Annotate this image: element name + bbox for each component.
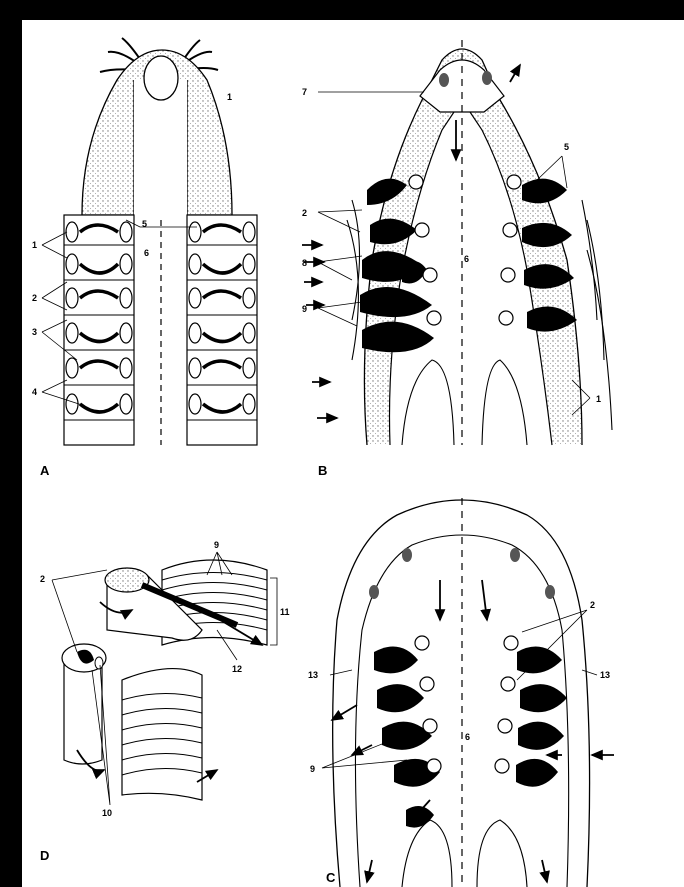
label-b-8: 8: [302, 258, 307, 268]
label-b-5: 5: [564, 142, 569, 152]
gill-column-left: [64, 215, 134, 445]
label-b-1: 1: [596, 394, 601, 404]
label-d-11: 11: [280, 607, 290, 617]
label-a-5: 5: [142, 219, 147, 229]
ring-block-lower: [122, 669, 202, 800]
oral-opening: [144, 56, 178, 100]
label-d-9: 9: [214, 540, 219, 550]
label-b-2: 2: [302, 208, 307, 218]
panel-a: 1 5 6 1 2 3 4 A: [32, 38, 257, 478]
gill-column-right: [187, 215, 257, 445]
vessel-b-left: [439, 73, 449, 87]
pharynx-lumen: [134, 80, 187, 220]
label-a-6: 6: [144, 248, 149, 258]
label-b-7: 7: [302, 87, 307, 97]
label-c-2: 2: [590, 600, 595, 610]
label-d-10: 10: [102, 808, 112, 818]
label-b-6: 6: [464, 254, 469, 264]
label-b-9: 9: [302, 304, 307, 314]
label-c-13-left: 13: [308, 670, 318, 680]
label-d-2: 2: [40, 574, 45, 584]
label-c-13-right: 13: [600, 670, 610, 680]
rod-vessel-lower: [95, 657, 103, 669]
label-c-6: 6: [465, 732, 470, 742]
illustration-canvas: 1 5 6 1 2 3 4 A: [22, 20, 684, 887]
label-d-12: 12: [232, 664, 242, 674]
vessel-b-right: [482, 71, 492, 85]
label-a-left2: 2: [32, 293, 37, 303]
panel-letter-b: B: [318, 463, 327, 478]
label-a-left4: 4: [32, 387, 37, 397]
panel-letter-c: C: [326, 870, 336, 885]
panel-b: 7 5 2 8 9 6 1 B: [302, 40, 612, 478]
panel-letter-a: A: [40, 463, 50, 478]
panel-c: 2 13 13 9 6 C: [308, 498, 614, 887]
label-a-left3: 3: [32, 327, 37, 337]
label-a-1: 1: [227, 92, 232, 102]
diagram-figure: 1 5 6 1 2 3 4 A: [22, 20, 684, 887]
label-a-left1: 1: [32, 240, 37, 250]
panel-d: 9 11 2 12 10 D: [40, 540, 290, 863]
panel-letter-d: D: [40, 848, 49, 863]
label-c-9: 9: [310, 764, 315, 774]
